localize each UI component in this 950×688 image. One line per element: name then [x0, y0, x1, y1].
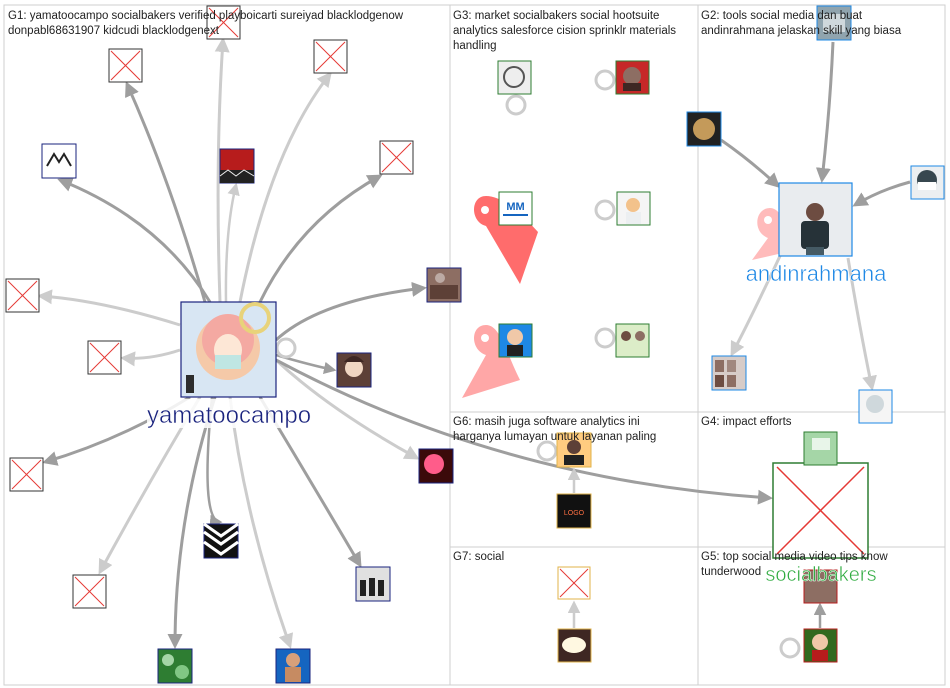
edge	[274, 281, 427, 342]
node-avatar-pink-hair[interactable]	[418, 448, 454, 484]
group-label-g3: G3: market socialbakers social hootsuite…	[453, 10, 676, 52]
node-avatar-crowd[interactable]	[426, 267, 462, 303]
node-avatar-people-meeting[interactable]	[615, 323, 650, 358]
edge	[228, 396, 294, 649]
hub-label-andinrahmana[interactable]: andinrahmana	[745, 261, 887, 287]
self-loop-g5	[779, 637, 801, 659]
node-avatar-twinpeaks-logo[interactable]	[41, 143, 77, 179]
svg-text:LOGO: LOGO	[564, 510, 585, 517]
self-loop-red-1-hole	[481, 206, 489, 214]
node-avatar-g2-top[interactable]	[816, 5, 852, 41]
edge	[730, 255, 782, 357]
hub-label-yamatoocampo[interactable]: yamatoocampo	[147, 402, 312, 430]
group-label-g1: G1: yamatoocampo socialbakers verified p…	[8, 10, 404, 37]
node-placeholder[interactable]	[108, 48, 143, 83]
hub-labels: yamatoocampo andinrahmana socialbakers	[147, 261, 888, 587]
self-loop-g3-a	[594, 69, 616, 91]
node-avatar-blonde-woman[interactable]	[616, 191, 651, 226]
edge	[275, 358, 773, 505]
node-avatar-anime-white[interactable]	[858, 389, 893, 424]
self-loop-pink-1	[462, 325, 520, 398]
node-placeholder[interactable]	[313, 39, 348, 74]
edge	[258, 174, 383, 303]
self-loop-yamatoocampo	[275, 337, 297, 359]
node-avatar-lion[interactable]	[686, 111, 722, 147]
node-avatar-g6-person[interactable]	[556, 432, 592, 468]
self-loop-g3-c	[594, 199, 616, 221]
edge	[274, 358, 420, 460]
node-avatar-red-room[interactable]	[219, 148, 255, 184]
node-socialbakers-avatar[interactable]	[772, 462, 869, 559]
node-avatar-g7-sign[interactable]	[557, 628, 592, 663]
edge	[125, 81, 207, 303]
node-avatar-comic-panels[interactable]	[711, 355, 747, 391]
node-placeholder[interactable]	[557, 566, 591, 600]
node-avatar-green-trees[interactable]	[157, 648, 193, 684]
node-avatar-smiling-man[interactable]	[498, 323, 533, 358]
node-avatar-group-photo[interactable]	[355, 566, 391, 602]
svg-text:MM: MM	[506, 201, 524, 213]
node-avatar-masked-person[interactable]	[910, 165, 945, 200]
edge	[57, 177, 212, 303]
node-avatar-shirtless[interactable]	[275, 648, 311, 684]
self-loop-pink-1-hole	[481, 334, 489, 342]
hub-label-socialbakers[interactable]: socialbakers	[765, 564, 877, 587]
node-placeholder[interactable]	[206, 5, 241, 40]
node-avatar-boy-portrait[interactable]	[336, 352, 372, 388]
edge	[37, 289, 181, 327]
node-avatar-g5-top[interactable]	[803, 569, 838, 604]
edge	[224, 182, 240, 303]
node-avatar-chevron-pattern[interactable]	[203, 522, 239, 559]
node-placeholder[interactable]	[379, 140, 414, 175]
node-placeholder[interactable]	[87, 340, 122, 375]
node-avatar-presentation[interactable]	[803, 431, 838, 466]
edge	[846, 257, 877, 391]
node-avatar-millennial-logo[interactable]: MM	[498, 191, 533, 226]
group-label-g4: G4: impact efforts	[701, 416, 792, 428]
node-yamatoocampo-avatar[interactable]	[180, 301, 277, 398]
node-avatar-bearded-man[interactable]	[615, 60, 650, 95]
self-loop-pink-2-hole	[764, 216, 772, 224]
node-placeholder[interactable]	[72, 574, 107, 609]
self-loop-g3-d	[594, 327, 616, 349]
group-label-g7: G7: social	[453, 551, 504, 563]
nodes: MM LOGO	[5, 5, 945, 684]
self-loop-g6	[536, 440, 558, 462]
group-labels: G1: yamatoocampo socialbakers verified p…	[8, 10, 902, 578]
node-placeholder[interactable]	[5, 278, 40, 313]
node-andinrahmana-avatar[interactable]	[778, 182, 853, 257]
edge	[214, 37, 230, 303]
edge	[238, 71, 332, 303]
node-placeholder[interactable]	[9, 457, 44, 492]
node-avatar-g5-speaker[interactable]	[803, 628, 838, 663]
edge	[120, 348, 181, 367]
node-avatar-sketch-face[interactable]	[497, 60, 532, 95]
group-boxes	[3, 4, 946, 686]
edge	[815, 41, 835, 183]
edge	[720, 138, 781, 189]
edge	[852, 180, 911, 207]
self-loop-g3-b	[505, 94, 527, 116]
node-avatar-g6-dark[interactable]: LOGO	[556, 493, 592, 529]
